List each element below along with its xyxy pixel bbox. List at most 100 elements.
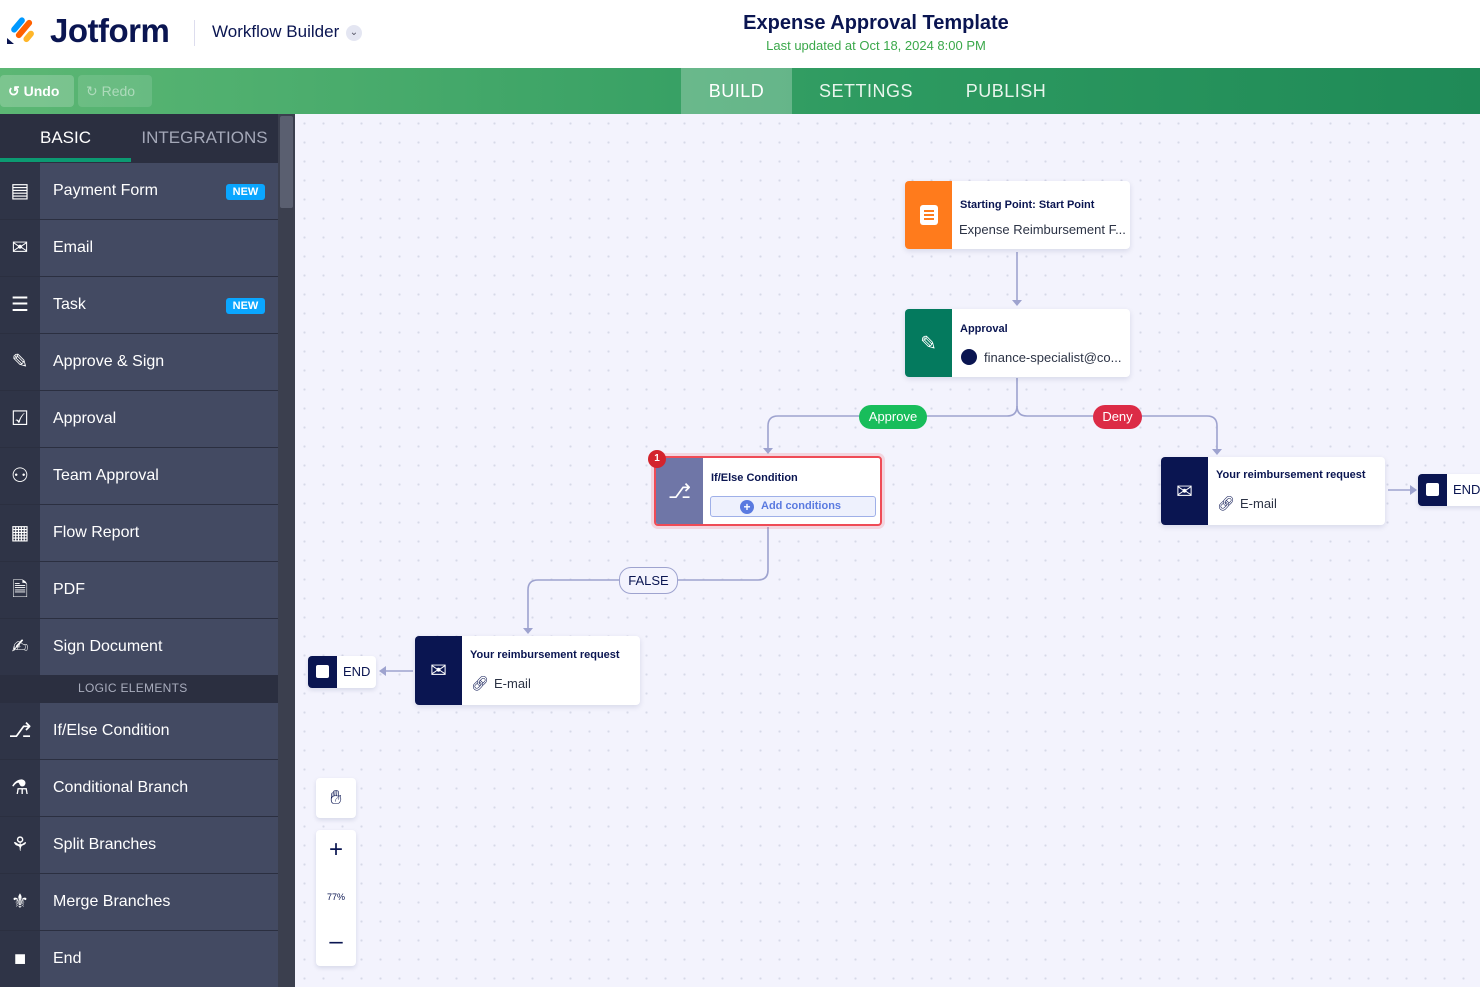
node-subtitle: E-mail <box>494 676 531 691</box>
jotform-logo-icon[interactable] <box>6 14 36 46</box>
flow-report-icon: ▦ <box>0 505 40 561</box>
node-subtitle: E-mail <box>1240 496 1277 511</box>
logic-elements-header: LOGIC ELEMENTS <box>0 675 278 702</box>
approval-node[interactable]: ✎ Approval finance-specialist@co... <box>905 309 1130 377</box>
pdf-icon: 🗎︎ <box>0 562 40 618</box>
end-icon: ■ <box>0 931 40 987</box>
node-title: Starting Point: Start Point <box>960 199 1095 211</box>
node-title: Approval <box>960 323 1008 335</box>
sidebar-item-sign-document[interactable]: ✍︎Sign Document <box>0 619 278 675</box>
end-icon <box>308 656 337 688</box>
node-title: Your reimbursement request <box>470 649 620 661</box>
sidebar-item-conditional-branch[interactable]: ⚗ Conditional Branch <box>0 760 278 816</box>
sidebar-item-label: Payment Form <box>53 182 158 199</box>
zoom-out-button[interactable]: – <box>329 928 343 955</box>
sidebar-item-merge-branches[interactable]: ⚜ Merge Branches <box>0 874 278 930</box>
sidebar-item-label: Conditional Branch <box>53 779 189 796</box>
divider <box>194 20 195 46</box>
user-icon <box>961 349 977 365</box>
plus-circle-icon: + <box>740 500 754 514</box>
end-label: END <box>343 664 371 679</box>
start-node[interactable]: Starting Point: Start Point Expense Reim… <box>905 181 1130 249</box>
sidebar-item-team-approval[interactable]: ⚇Team Approval <box>0 448 278 504</box>
zoom-level: 77% <box>326 892 345 902</box>
redo-icon: ↻ <box>86 83 98 99</box>
undo-icon: ↺ <box>8 83 20 99</box>
sidebar-scrollbar[interactable] <box>278 114 295 987</box>
link-icon: 🔗︎ <box>471 675 489 691</box>
pan-tool-button[interactable]: ✋︎ <box>316 778 356 818</box>
link-icon: 🔗︎ <box>1217 495 1235 511</box>
if-else-icon: ⎇ <box>0 703 40 759</box>
merge-branches-icon: ⚜ <box>0 874 40 930</box>
sidebar-item-split-branches[interactable]: ⚘Split Branches <box>0 817 278 873</box>
sidebar-item-label: Split Branches <box>53 836 157 853</box>
undo-button[interactable]: ↺ Undo <box>0 75 74 107</box>
hand-icon: ✋︎ <box>330 787 342 809</box>
tab-publish[interactable]: PUBLISH <box>965 81 1047 101</box>
form-icon <box>905 181 952 249</box>
add-conditions-button[interactable]: + Add conditions <box>710 496 876 517</box>
toolbar <box>0 68 1480 114</box>
app-header: Jotform Workflow Builder ⌄ Expense Appro… <box>0 0 1480 68</box>
new-badge: NEW <box>226 184 265 200</box>
sidebar-item-label: Task <box>53 296 86 313</box>
error-count-badge: 1 <box>648 450 666 468</box>
sidebar-item-label: Flow Report <box>53 524 140 541</box>
sidebar-item-label: Merge Branches <box>53 893 171 910</box>
sidebar-item-label: End <box>53 950 82 967</box>
approve-branch-label[interactable]: Approve <box>859 405 927 429</box>
sidebar-item-label: PDF <box>53 581 85 598</box>
sidebar-item-if-else-condition[interactable]: ⎇ If/Else Condition <box>0 703 278 759</box>
false-branch-label[interactable]: FALSE <box>619 567 678 594</box>
end-node-left[interactable]: END <box>308 656 376 688</box>
sidebar-tab-integrations[interactable]: INTEGRATIONS <box>141 128 268 147</box>
product-switcher[interactable]: Workflow Builder <box>212 22 340 41</box>
sidebar-item-label: Approve & Sign <box>53 353 165 370</box>
sidebar-item-label: Approval <box>53 410 117 427</box>
sidebar-item-email[interactable]: ✉ Email <box>0 220 278 276</box>
sidebar-item-approval[interactable]: ☑Approval <box>0 391 278 447</box>
node-title: Your reimbursement request <box>1216 469 1366 481</box>
end-node-right[interactable]: END <box>1418 474 1480 506</box>
ifelse-node[interactable]: ⎇ If/Else Condition + Add conditions <box>654 456 882 526</box>
zoom-in-button[interactable]: + <box>328 836 343 863</box>
conditional-branch-icon: ⚗ <box>0 760 40 816</box>
redo-button[interactable]: ↻ Redo <box>78 75 152 107</box>
sidebar-item-approve-sign[interactable]: ✎ Approve & Sign <box>0 334 278 390</box>
payment-form-icon: ▤ <box>0 163 40 219</box>
add-conditions-label: Add conditions <box>761 500 842 512</box>
sidebar-tab-basic[interactable]: BASIC <box>0 114 131 162</box>
end-label: END <box>1453 482 1480 497</box>
deny-branch-label[interactable]: Deny <box>1093 405 1142 429</box>
page-title[interactable]: Expense Approval Template <box>743 12 1009 34</box>
sidebar-item-pdf[interactable]: 🗎︎ PDF <box>0 562 278 618</box>
tab-settings[interactable]: SETTINGS <box>818 81 913 101</box>
sidebar-item-end[interactable]: ■ End <box>0 931 278 987</box>
chevron-down-icon[interactable]: ⌄ <box>346 25 362 41</box>
node-title: If/Else Condition <box>711 472 798 484</box>
tab-build[interactable]: BUILD <box>681 68 792 114</box>
node-subtitle: Expense Reimbursement F... <box>959 222 1126 237</box>
redo-label: Redo <box>101 83 136 99</box>
team-approval-icon: ⚇ <box>0 448 40 504</box>
if-else-icon: ⎇ <box>656 458 703 524</box>
email-icon: ✉ <box>0 220 40 276</box>
sign-document-icon: ✍︎ <box>0 619 40 675</box>
workflow-canvas[interactable] <box>295 114 1480 987</box>
undo-label: Undo <box>23 83 60 99</box>
sidebar-item-flow-report[interactable]: ▦ Flow Report <box>0 505 278 561</box>
sidebar-item-label: Email <box>53 239 94 256</box>
sidebar-item-payment-form[interactable]: ▤ Payment Form NEW <box>0 163 278 219</box>
end-icon <box>1418 474 1447 506</box>
approve-sign-icon: ✎ <box>0 334 40 390</box>
task-icon: ☰ <box>0 277 40 333</box>
email-node-right[interactable]: ✉ Your reimbursement request 🔗︎ E-mail <box>1161 457 1385 525</box>
email-node-left[interactable]: ✉ Your reimbursement request 🔗︎ E-mail <box>415 636 640 705</box>
zoom-controls: + 77% – <box>316 830 356 966</box>
scrollbar-thumb[interactable] <box>280 116 293 208</box>
approval-icon: ✎ <box>905 309 952 377</box>
sidebar-item-label: If/Else Condition <box>53 722 170 739</box>
last-updated: Last updated at Oct 18, 2024 8:00 PM <box>766 38 986 53</box>
